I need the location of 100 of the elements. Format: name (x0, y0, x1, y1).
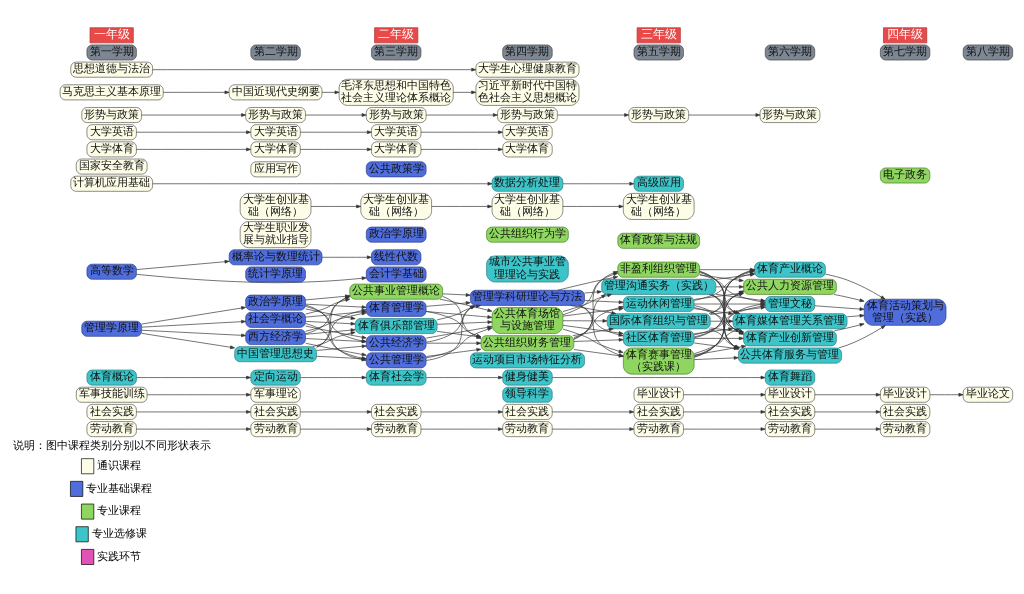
node-box: 高级应用 (633, 175, 684, 192)
arrow (146, 392, 251, 397)
arrow (834, 322, 865, 331)
node-box: 劳动教育 (371, 420, 422, 437)
node-box: 公共人力资源管理 (743, 278, 837, 295)
node-box: 国家安全教育 (75, 158, 148, 174)
node-box: 第一学期 (86, 44, 137, 60)
arrow (562, 293, 613, 312)
arrow (136, 259, 230, 270)
arrow (562, 181, 635, 186)
node-box: 会计学基础 (365, 266, 427, 282)
arrow (305, 327, 356, 335)
arrow (693, 336, 744, 340)
arrow (152, 67, 477, 71)
node-box: 社区体育管理 (623, 330, 695, 346)
node-box: 四年级 (883, 26, 928, 43)
node-box: 形势与政策 (245, 106, 306, 123)
node-box: 形势与政策 (365, 106, 427, 123)
arrow (136, 409, 251, 414)
arrow (436, 319, 493, 325)
node-box: 公共事业管理概论 (349, 283, 443, 300)
node-box: 大学体育 (371, 141, 422, 157)
arrow (300, 426, 372, 431)
node-box: 形势与政策 (497, 106, 558, 123)
node-box: 形势与政策 (81, 106, 142, 123)
arrow (426, 340, 482, 345)
node-box: 劳动教育 (633, 420, 684, 437)
node-box: 体育政策与法规 (617, 232, 700, 249)
node-box: 体育舞蹈 (764, 369, 816, 385)
arrow (693, 328, 741, 354)
node-box: 第八学期 (962, 44, 1013, 60)
arrow (141, 305, 246, 324)
arrow (136, 375, 251, 379)
node-box: 第六学期 (764, 44, 816, 60)
arrow (305, 320, 356, 325)
node-box: 西方经济学 (245, 328, 306, 345)
arrow (693, 355, 739, 360)
node-box: 数据分析处理 (491, 175, 564, 192)
node-box: 第四学期 (502, 44, 553, 60)
arrow (426, 347, 482, 357)
node-box: 大学英语 (371, 123, 422, 140)
arrow (688, 112, 761, 117)
arrow (305, 112, 367, 117)
arrow (420, 426, 503, 431)
arrow (300, 409, 372, 414)
arrow (136, 426, 251, 431)
legend-label: 专业课程 (97, 503, 142, 517)
label: 说明：图中课程类别分别以不同形状表示 (12, 438, 211, 452)
node-box: 电子政务 (880, 167, 931, 183)
arrow (452, 90, 477, 94)
arrow (136, 129, 251, 134)
arrow (838, 324, 886, 348)
node-box: 公共组织财务管理 (480, 334, 575, 351)
node-box: 公共经济学 (365, 334, 427, 351)
arrow (715, 284, 744, 289)
node-box: 大学英语 (250, 123, 301, 140)
node-box: 体育管理学 (365, 300, 427, 317)
node-box: 公共政策学 (365, 160, 427, 177)
arrow (562, 328, 624, 353)
node-box: 形势与政策 (628, 106, 689, 123)
node-box: 中国近现代史纲要 (228, 83, 323, 100)
node-box: 毕业设计 (880, 386, 931, 403)
node-box: 毕业设计 (633, 386, 684, 403)
arrow (312, 330, 356, 347)
node-box: 劳动教育 (502, 420, 553, 437)
arrow (814, 304, 865, 311)
arrow (321, 90, 340, 94)
node-box: 大学英语 (86, 123, 137, 140)
node-box: 大学生心理健康教育 (475, 61, 580, 78)
node-box: 大学生创业基础（网络） (239, 192, 312, 220)
node-box: 体育俱乐部管理 (354, 317, 438, 334)
arrow (420, 147, 503, 151)
arrow (300, 129, 372, 134)
arrow (420, 129, 503, 134)
node-box: 公共体育服务与管理 (738, 347, 842, 363)
node-box: 应用写作 (250, 160, 301, 177)
node-box: 定向运动 (250, 369, 301, 385)
node-box: 体育社会学 (365, 369, 427, 385)
arrow (557, 112, 630, 117)
arrow (551, 375, 766, 379)
arrow (316, 344, 367, 351)
node-box: 社会实践 (502, 403, 553, 420)
node-box: 管理文秘 (764, 295, 816, 312)
arrow (136, 147, 251, 151)
node-box: 社会实践 (880, 403, 931, 420)
arrow (708, 328, 741, 348)
arrow (305, 342, 367, 356)
arrow (584, 289, 602, 294)
arrow (584, 299, 624, 304)
arrow (699, 274, 744, 282)
node-box: 运动休闲管理 (623, 295, 695, 312)
arrow (825, 273, 886, 300)
arrow (551, 426, 635, 431)
node-box: 毛泽东思想和中国特色社会主义理论体系概论 (338, 78, 454, 106)
arrow (693, 344, 747, 355)
node-box: 大学英语 (502, 123, 553, 140)
arrow (573, 337, 624, 342)
node-box: 一年级 (89, 26, 134, 43)
node-box: 第七学期 (880, 44, 931, 60)
arrow (562, 318, 608, 323)
